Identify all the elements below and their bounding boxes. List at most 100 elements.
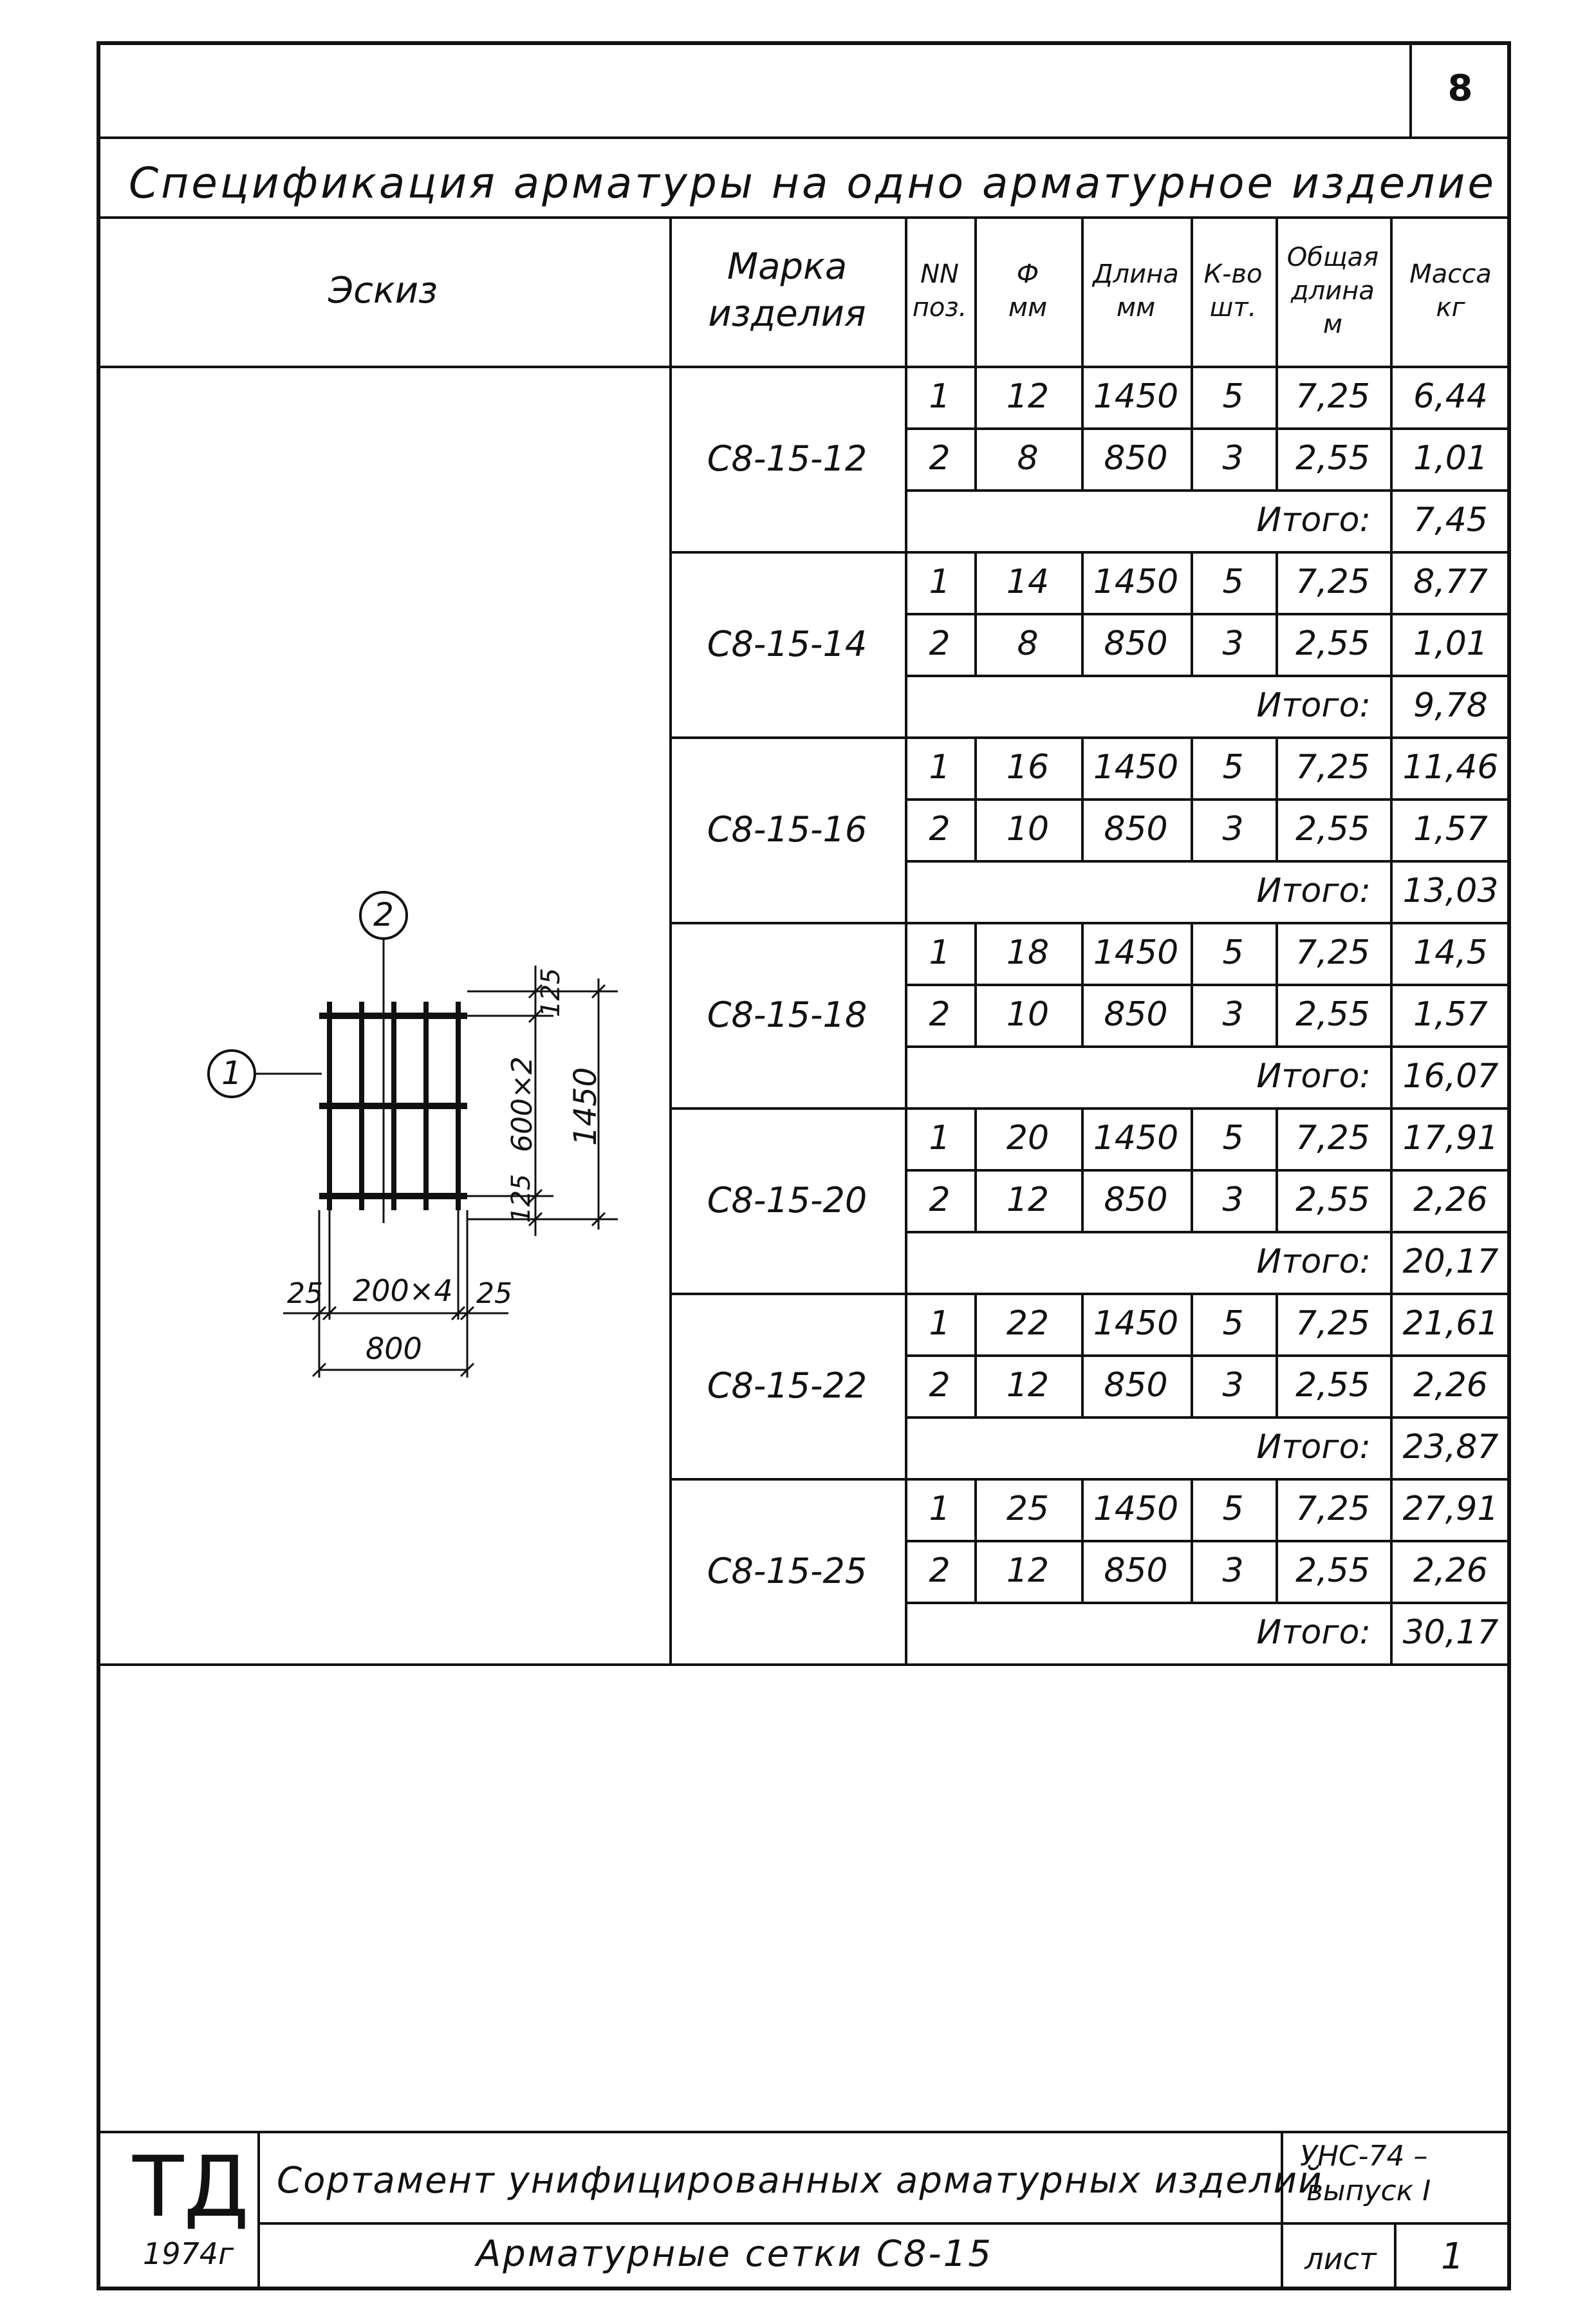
- cell-mass: 14,5: [1413, 933, 1488, 972]
- header-mark-line: Марка: [727, 246, 848, 288]
- data-column-divider: [1081, 1107, 1084, 1231]
- cell-length: 1450: [1093, 1490, 1179, 1528]
- group-divider: [669, 922, 1511, 924]
- cell-pos: 1: [929, 933, 951, 972]
- cell-dia: 12: [1006, 1551, 1050, 1590]
- header-count-line: шт.: [1209, 293, 1257, 323]
- cell-pos: 2: [929, 624, 951, 663]
- cell-dia: 8: [1017, 439, 1039, 478]
- dimension-tick: [528, 984, 543, 999]
- header-column-divider: [669, 216, 672, 366]
- data-column-divider: [1081, 1478, 1084, 1602]
- dimension-tick: [450, 1305, 466, 1321]
- header-diameter-line: мм: [1008, 293, 1048, 323]
- total-mass: 23,87: [1402, 1428, 1499, 1466]
- group-divider: [669, 551, 1511, 554]
- dimension-tick: [311, 1305, 327, 1321]
- td-logo: ТД: [133, 2138, 249, 2236]
- cell-pos: 1: [929, 377, 951, 416]
- dim-top-125: 125: [536, 968, 566, 1017]
- title-block-top-line: [97, 2131, 1511, 2133]
- data-column-divider: [1390, 736, 1393, 922]
- position-circle-2: [359, 891, 408, 940]
- cell-count: 3: [1222, 439, 1244, 478]
- data-column-divider: [1081, 922, 1084, 1045]
- series-title: Сортамент унифицированных арматурных изд…: [277, 2160, 1323, 2202]
- cell-mass: 21,61: [1402, 1304, 1499, 1343]
- title-block-logo-divider: [257, 2131, 260, 2290]
- row-divider: [905, 1045, 1511, 1048]
- dim-right-25: 25: [476, 1277, 512, 1310]
- data-column-divider: [1191, 366, 1193, 489]
- year-label: 1974г: [143, 2236, 234, 2271]
- cell-total-length: 2,55: [1295, 1366, 1370, 1405]
- cell-pos: 1: [929, 1490, 951, 1528]
- product-mark: С8-15-14: [707, 623, 868, 664]
- cell-mass: 1,01: [1413, 624, 1488, 663]
- total-label: Итого:: [1256, 1613, 1371, 1652]
- cell-count: 5: [1222, 563, 1244, 601]
- data-column-divider: [1390, 1293, 1393, 1478]
- cell-mass: 2,26: [1413, 1551, 1488, 1590]
- cell-pos: 1: [929, 563, 951, 601]
- data-column-divider: [1276, 1107, 1278, 1231]
- row-divider: [905, 1169, 1511, 1172]
- spec-title: Спецификация арматуры на одно арматурное…: [129, 158, 1496, 208]
- mark-column-divider: [905, 366, 907, 1663]
- cell-length: 1450: [1093, 563, 1179, 601]
- header-column-divider: [1390, 216, 1393, 366]
- header-sketch: Эскиз: [97, 216, 669, 366]
- header-length-line: Длина: [1093, 259, 1179, 289]
- cell-total-length: 7,25: [1295, 748, 1370, 787]
- dim-200x4: 200×4: [353, 1273, 453, 1308]
- cell-pos: 2: [929, 810, 951, 848]
- dim-left-25: 25: [287, 1277, 323, 1310]
- total-label: Итого:: [1256, 1057, 1371, 1096]
- header-count-line: К-во: [1203, 259, 1263, 289]
- data-column-divider: [1191, 1478, 1193, 1602]
- cell-mass: 8,77: [1413, 563, 1488, 601]
- data-column-divider: [1276, 551, 1278, 675]
- cell-count: 3: [1222, 1181, 1244, 1219]
- data-column-divider: [1276, 736, 1278, 860]
- product-mark: С8-15-22: [707, 1365, 868, 1406]
- cell-mass: 2,26: [1413, 1181, 1488, 1219]
- header-length-line: мм: [1116, 293, 1156, 323]
- header-diameter-line: Ф: [1016, 259, 1039, 289]
- header-sketch-line: Эскиз: [328, 269, 438, 312]
- cell-count: 5: [1222, 1119, 1244, 1157]
- cell-mass: 27,91: [1402, 1490, 1499, 1528]
- position-circle-1: [207, 1049, 256, 1098]
- data-column-divider: [974, 551, 977, 675]
- cell-dia: 12: [1006, 377, 1050, 416]
- product-mark: С8-15-16: [707, 809, 868, 850]
- dimension-tick: [591, 1212, 606, 1227]
- header-total-length-line: м: [1322, 310, 1343, 339]
- header-column-divider: [1081, 216, 1084, 366]
- cell-total-length: 7,25: [1295, 1119, 1370, 1157]
- data-column-divider: [1390, 366, 1393, 551]
- cell-mass: 1,01: [1413, 439, 1488, 478]
- header-column-divider: [1276, 216, 1278, 366]
- header-column-divider: [1191, 216, 1193, 366]
- cell-dia: 22: [1006, 1304, 1050, 1343]
- total-label: Итого:: [1256, 1428, 1371, 1466]
- cell-pos: 2: [929, 1366, 951, 1405]
- cell-length: 850: [1104, 1551, 1168, 1590]
- cell-pos: 1: [929, 748, 951, 787]
- data-column-divider: [974, 736, 977, 860]
- cell-dia: 12: [1006, 1181, 1050, 1219]
- cell-pos: 2: [929, 995, 951, 1034]
- cell-mass: 6,44: [1413, 377, 1488, 416]
- header-top-line: [97, 216, 1511, 219]
- dimension-tick: [322, 1305, 337, 1321]
- dimension-tick: [459, 1362, 475, 1378]
- cell-pos: 1: [929, 1119, 951, 1157]
- data-column-divider: [1191, 736, 1193, 860]
- dimension-tick: [528, 1212, 543, 1227]
- cell-dia: 10: [1006, 810, 1050, 848]
- title-block-code-divider: [1281, 2131, 1283, 2290]
